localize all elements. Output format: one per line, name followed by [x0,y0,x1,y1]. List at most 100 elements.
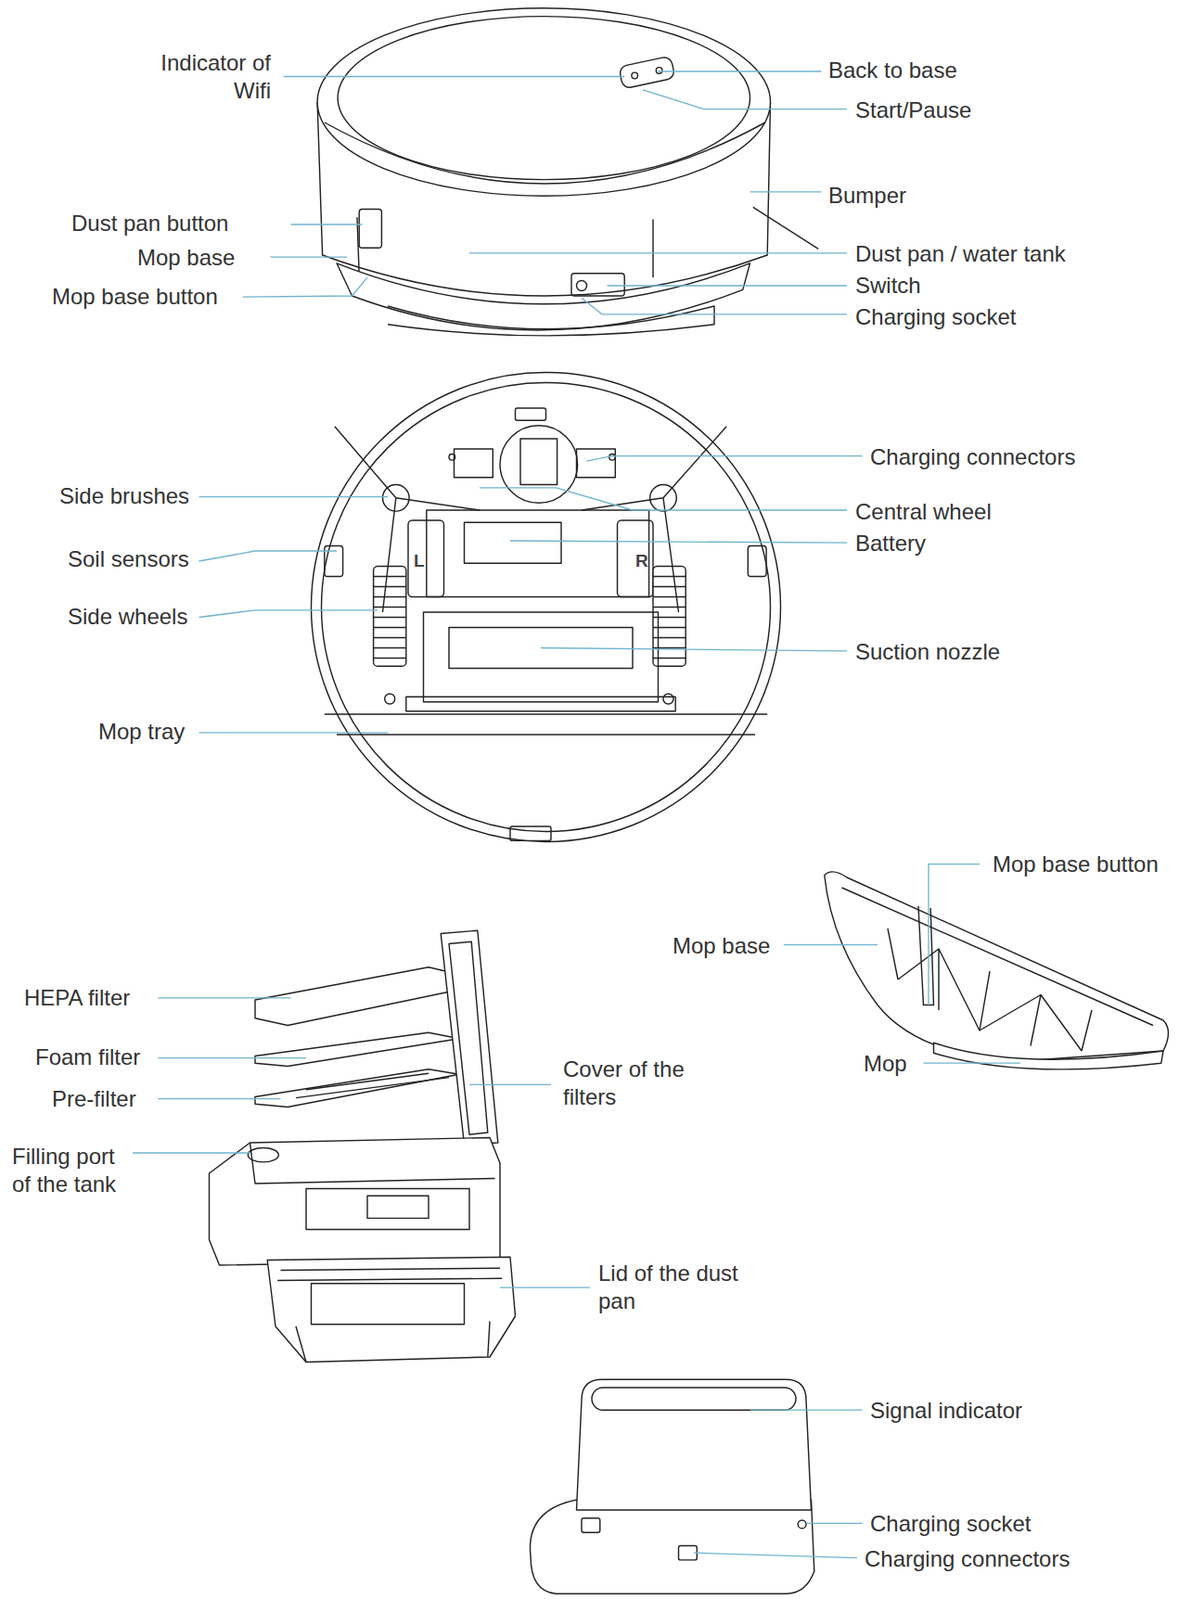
line-art [571,273,625,296]
leader-lines [132,71,1021,1559]
part-label: Mop base button [992,850,1159,879]
part-label: Foam filter [35,1043,141,1072]
line-art [255,1032,460,1066]
line-art [367,1195,429,1218]
line-art [607,284,848,286]
line-art [499,1287,590,1289]
line-art [655,67,663,75]
line-art [479,487,847,511]
line-art [311,1283,465,1325]
line-art [520,438,558,486]
part-label: Back to base [828,56,958,85]
line-art [324,122,766,184]
line-art [158,1057,308,1059]
line-art [448,941,488,1135]
line-art [317,8,770,196]
line-art [928,864,980,1006]
line-art [693,1552,858,1559]
line-art [408,520,445,598]
line-art [255,967,460,1026]
line-art [581,1518,601,1533]
line-art [663,693,674,705]
line-art [423,612,659,703]
line-art [295,1073,449,1098]
line-art [469,1084,552,1086]
part-label: Start/Pause [855,96,972,125]
line-art [306,1189,470,1231]
line-art [797,1520,807,1529]
line-art [384,693,396,705]
line-art [887,928,1092,1051]
line-art [631,72,639,79]
line-art [617,520,654,598]
line-art [336,733,756,735]
line-art [334,426,480,613]
line-art [806,1523,863,1525]
line-art [448,454,456,462]
part-label: Suction nozzle [855,638,1000,667]
line-art [209,1138,501,1267]
line-art [824,871,1169,1062]
line-art [576,1379,812,1511]
line-art [250,1142,496,1184]
line-art [783,944,878,946]
part-label: Charging connectors [864,1545,1070,1574]
line-art [373,576,407,659]
line-art [209,8,1169,1594]
line-art [587,456,863,462]
part-label: Dust pan / water tank [855,240,1066,269]
line-art [283,76,625,77]
line-art [581,426,727,613]
line-art [132,1152,251,1154]
part-label: Pre-filter [51,1085,137,1114]
line-art [199,551,338,562]
line-art [158,997,292,999]
line-art [591,1387,796,1410]
mop-base-part [824,871,1169,1070]
robot-bottom-view [311,372,782,843]
line-art [530,1499,815,1594]
part-label: Lid of the dust pan [598,1259,757,1316]
line-art [581,297,847,315]
part-label: Dust pan button [71,209,229,238]
line-art [510,540,847,543]
part-label: Signal indicator [870,1396,1023,1425]
part-label: Bumper [828,181,907,210]
part-label: Mop base [672,932,770,961]
line-art [510,826,552,841]
line-art [373,566,407,667]
part-label: Side brushes [59,482,190,511]
line-art [270,256,348,258]
line-art [243,277,368,297]
part-label: Central wheel [855,498,992,526]
line-art [199,731,389,733]
line-art [515,408,547,421]
line-art [247,1148,279,1163]
line-art [295,1321,490,1363]
part-label: Cover of the filters [563,1055,703,1112]
line-art [337,16,750,180]
line-art [918,906,935,1006]
charging-dock [530,1379,815,1594]
part-label: Indicator of Wifi [159,49,271,105]
line-art [358,209,382,249]
line-art [321,383,771,833]
part-label: Mop tray [98,717,185,746]
side-marker: R [635,547,649,576]
line-art [440,930,499,1145]
line-art [277,1268,502,1281]
line-art [426,510,650,598]
line-art [255,1069,460,1108]
line-art [311,372,782,843]
line-art [576,448,616,478]
part-label: Switch [855,271,922,300]
part-label: Mop base button [51,282,218,311]
line-art [540,648,847,652]
line-art [464,522,563,564]
part-label: Charging connectors [870,443,1076,472]
line-art [387,306,715,336]
line-art [747,546,767,577]
line-art [618,55,676,90]
